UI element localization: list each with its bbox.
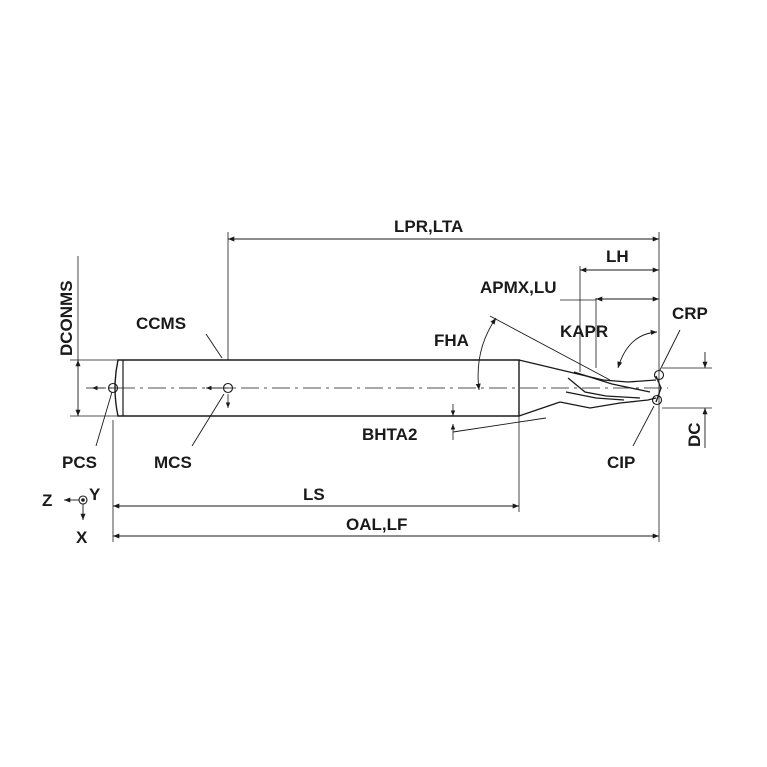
label-crp: CRP bbox=[672, 304, 708, 323]
arc-fha bbox=[475, 317, 497, 391]
label-ls: LS bbox=[303, 485, 325, 504]
arc-kapr bbox=[617, 329, 658, 369]
label-pcs: PCS bbox=[62, 453, 97, 472]
label-oal-lf: OAL,LF bbox=[346, 515, 407, 534]
axis-label-y: Y bbox=[89, 485, 101, 504]
leader-crp bbox=[659, 329, 681, 371]
coordinate-system-icon bbox=[64, 495, 88, 520]
tool-cutting-head bbox=[559, 371, 662, 409]
label-ccms: CCMS bbox=[136, 314, 186, 333]
label-bhta2: BHTA2 bbox=[362, 425, 417, 444]
leader-bhta2 bbox=[452, 417, 547, 433]
leader-cip bbox=[632, 405, 655, 447]
leader-fha-ref bbox=[489, 315, 611, 381]
label-fha: FHA bbox=[434, 331, 469, 350]
label-mcs: MCS bbox=[154, 453, 192, 472]
label-dconms: DCONMS bbox=[57, 280, 76, 356]
crp-marker bbox=[653, 369, 665, 381]
label-apmx-lu: APMX,LU bbox=[480, 278, 557, 297]
leader-ccms bbox=[205, 333, 223, 359]
axis-label-z: Z bbox=[42, 491, 52, 510]
leader-mcs bbox=[191, 393, 225, 447]
axis-label-x: X bbox=[76, 528, 88, 547]
label-lpr-lta: LPR,LTA bbox=[394, 217, 463, 236]
mcs-marker bbox=[222, 382, 234, 394]
pcs-marker bbox=[107, 382, 119, 394]
label-kapr: KAPR bbox=[560, 322, 608, 341]
label-cip: CIP bbox=[607, 453, 635, 472]
leader-pcs bbox=[95, 391, 113, 447]
label-dc: DC bbox=[685, 422, 704, 447]
label-lh: LH bbox=[606, 247, 629, 266]
cip-marker bbox=[651, 394, 663, 406]
